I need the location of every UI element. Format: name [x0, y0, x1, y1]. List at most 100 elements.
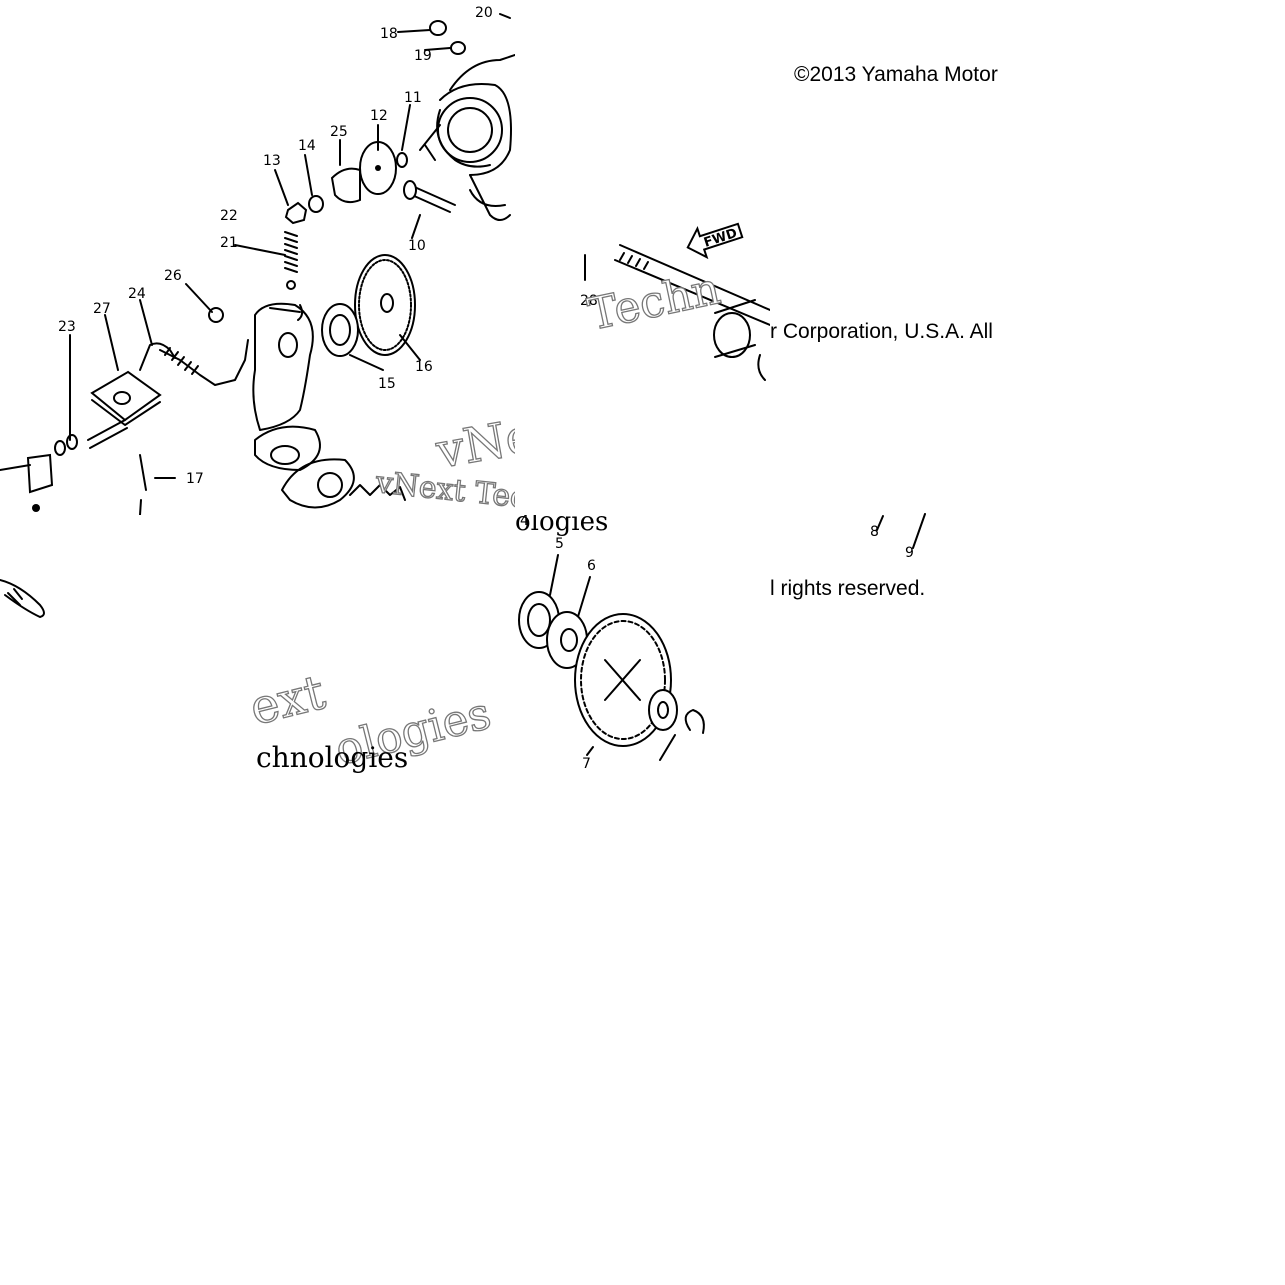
bolt-10-head	[403, 180, 417, 200]
pump-body-inner	[447, 107, 493, 153]
diagram-tile-gears: ologies 4 5 6 7	[515, 515, 773, 773]
leaders-middle	[274, 104, 411, 206]
drive-shaft	[584, 244, 770, 326]
pin-17	[139, 454, 147, 491]
callout-18: 18	[380, 26, 398, 42]
gear-7-cross	[604, 659, 641, 701]
oil-pump-drawing: 20 18 19 11 12 25 14 13 22 10 21 26 27 2…	[0, 5, 515, 515]
pin-17-lower	[139, 499, 142, 515]
watermark-3: vNext Tec	[373, 465, 515, 515]
seal-5-inner	[527, 603, 551, 637]
diagram-tile-shaft: FWD 28 Techn	[580, 215, 770, 385]
oil-hose-ribs	[164, 347, 199, 375]
ball-21	[286, 280, 296, 290]
shaft-drawing: FWD 28 Techn	[580, 222, 770, 381]
nut-13	[284, 201, 308, 225]
fwd-arrow-shape	[686, 222, 744, 260]
callout-6: 6	[587, 558, 596, 574]
callout-14: 14	[298, 138, 316, 154]
washer-8	[648, 689, 678, 731]
oring-11	[396, 152, 408, 168]
gear-housing-hub	[317, 472, 343, 498]
callout-24: 24	[128, 286, 146, 302]
plate-12-hole	[375, 165, 381, 171]
watermark-4: ologies	[515, 515, 608, 537]
callout-9: 9	[905, 545, 914, 561]
callout-5: 5	[555, 536, 564, 552]
copyright-line-1: ©2013 Yamaha Motor	[794, 64, 998, 85]
pump-case-flange-hole	[270, 445, 300, 465]
callout-25: 25	[330, 124, 348, 140]
gear-leaders	[549, 554, 676, 761]
washer-19	[450, 41, 466, 55]
callout-12: 12	[370, 108, 388, 124]
seal-15	[321, 303, 359, 357]
callout-28: 28	[580, 293, 598, 309]
clip-23a	[66, 434, 78, 450]
callout-13: 13	[263, 153, 281, 169]
pump-case-boss	[269, 304, 304, 321]
copyright-line-3: l rights reserved.	[770, 577, 926, 600]
fwd-arrow: FWD	[686, 222, 744, 260]
callout-16: 16	[415, 359, 433, 375]
bolt-10	[409, 184, 456, 213]
callout-21: 21	[220, 235, 238, 251]
pump-case	[252, 302, 314, 431]
callout-27: 27	[93, 301, 111, 317]
circlip-9	[684, 709, 705, 734]
callouts-8-9: 8 9	[870, 513, 926, 561]
callout-4: 4	[520, 515, 529, 529]
watermark-1: Techn	[584, 263, 725, 341]
hose-end-ribs	[7, 588, 23, 606]
banjo-line	[0, 464, 31, 471]
callout-19: 19	[414, 48, 432, 64]
strainer-27-hole	[113, 391, 131, 405]
seal-15-inner	[329, 314, 351, 346]
pump-housing-outline	[436, 54, 515, 176]
copyright-line-2: r Corporation, U.S.A. All	[770, 321, 1030, 342]
banjo-fitting	[26, 453, 54, 494]
pump-shaft	[419, 124, 441, 161]
diagram-tile-oil-pump: 20 18 19 11 12 25 14 13 22 10 21 26 27 2…	[0, 0, 515, 515]
hose-end-part	[0, 579, 45, 618]
callout-22: 22	[220, 208, 238, 224]
worm-gear	[349, 484, 406, 501]
callout-26: 26	[164, 268, 182, 284]
banjo-dot	[32, 504, 40, 512]
watermark-2: vNe	[431, 408, 515, 480]
washer-6-hole	[560, 628, 578, 652]
diagram-tile-lower-left: ext ologies chnologies	[0, 515, 515, 773]
gear-housing	[281, 458, 355, 509]
lever-25	[330, 167, 361, 204]
callout-10: 10	[408, 238, 426, 254]
gears-drawing: ologies 4 5 6 7	[515, 515, 705, 772]
spring-21	[284, 231, 298, 273]
callout-11: 11	[404, 90, 422, 106]
callout-17: 17	[186, 471, 204, 487]
collar	[713, 312, 751, 358]
callout-23: 23	[58, 319, 76, 335]
gear-16-hub	[380, 293, 394, 313]
bolt-18	[429, 20, 447, 36]
clip-23b	[54, 440, 66, 456]
fwd-label: FWD	[702, 226, 739, 251]
drive-shaft-splines	[619, 252, 649, 270]
pump-case-port	[278, 332, 298, 358]
gear-16-teeth	[358, 259, 412, 351]
leaders-8-9	[876, 513, 926, 549]
connector-pipe	[87, 419, 128, 449]
lower-left-drawing: ext ologies chnologies	[0, 579, 497, 773]
oil-pipe	[139, 342, 176, 371]
leaders-left	[69, 214, 421, 441]
pump-body	[437, 97, 503, 163]
callout-20: 20	[475, 5, 493, 21]
washer-14	[308, 195, 324, 213]
callout-15: 15	[378, 376, 396, 392]
pump-case-flange	[254, 425, 321, 471]
washer-8-hole	[657, 701, 669, 719]
leaders-top	[397, 13, 511, 51]
callout-7: 7	[582, 756, 591, 772]
watermark-7: chnologies	[256, 741, 408, 773]
watermark-5: ext	[244, 664, 330, 736]
collar-body	[714, 299, 766, 381]
